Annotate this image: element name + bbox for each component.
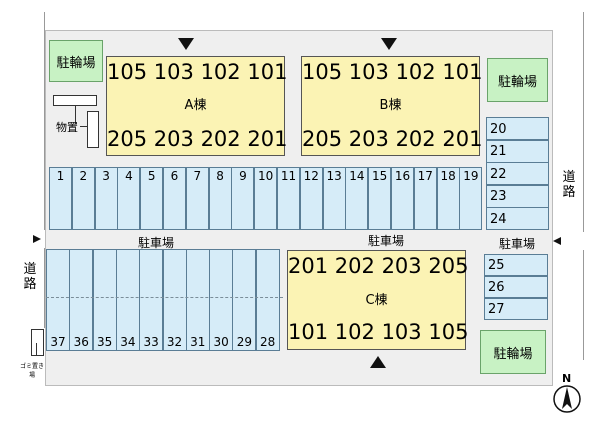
- road-entrance-arrow-right: [553, 237, 561, 245]
- parking-space: 30: [209, 249, 234, 351]
- parking-label-right: 駐車場: [499, 237, 536, 251]
- bicycle-parking-top-right: 駐輪場: [487, 58, 548, 102]
- building-a-name: A棟: [184, 98, 207, 113]
- storage-leader-line: [75, 106, 76, 124]
- storage-leader-line-h: [80, 126, 87, 127]
- building-b: 105 103 102 101 B棟 205 203 202 201: [301, 56, 483, 156]
- parking-space: 2: [71, 167, 95, 230]
- road-label-right: 道路: [562, 170, 576, 200]
- parking-space: 35: [92, 249, 117, 351]
- parking-space: 12: [299, 167, 323, 230]
- parking-space: 20: [486, 117, 549, 140]
- parking-space: 25: [484, 254, 548, 276]
- parking-space: 31: [185, 249, 210, 351]
- parking-space: 6: [163, 167, 186, 230]
- parking-space: 19: [459, 167, 483, 230]
- road-label-left: 道路: [23, 262, 37, 292]
- building-b-top-units: 105 103 102 101: [302, 60, 483, 84]
- entrance-arrow-b: [381, 38, 397, 50]
- garbage-marker: [36, 343, 37, 355]
- bicycle-parking-bottom-right: 駐輪場: [480, 330, 546, 374]
- parking-space: 36: [69, 249, 94, 351]
- parking-label-center: 駐車場: [368, 234, 405, 248]
- parking-space: 27: [484, 298, 548, 320]
- road-left-line-lower: [44, 248, 45, 328]
- building-c-top-units: 201 202 203 205: [288, 254, 469, 278]
- parking-space: 15: [368, 167, 392, 230]
- parking-center-dashed-line: [46, 297, 283, 298]
- entrance-arrow-c: [370, 356, 386, 368]
- road-left-line: [44, 12, 45, 230]
- entrance-arrow-a: [178, 38, 194, 50]
- parking-space: 9: [231, 167, 255, 230]
- building-c: 201 202 203 205 C棟 101 102 103 105: [287, 250, 469, 350]
- parking-space: 26: [484, 276, 548, 298]
- parking-space: 10: [254, 167, 278, 230]
- parking-space: 24: [486, 207, 549, 231]
- parking-space: 18: [436, 167, 460, 230]
- parking-space: 28: [255, 249, 280, 351]
- parking-space: 13: [322, 167, 346, 230]
- parking-space: 17: [413, 167, 437, 230]
- building-b-bottom-units: 205 203 202 201: [302, 127, 483, 151]
- north-label: N: [562, 372, 572, 385]
- parking-space: 5: [140, 167, 164, 230]
- bicycle-parking-top-left: 駐輪場: [49, 40, 103, 82]
- storage-shed-vertical: [87, 111, 99, 148]
- building-a: 105 103 102 101 A棟 205 203 202 201: [106, 56, 288, 156]
- building-a-top-units: 105 103 102 101: [107, 60, 288, 84]
- building-b-name: B棟: [379, 98, 402, 113]
- parking-space: 34: [115, 249, 140, 351]
- parking-space: 11: [277, 167, 300, 230]
- parking-space: 8: [208, 167, 232, 230]
- parking-space: 3: [94, 167, 118, 230]
- garbage-label: ゴミ置き場: [19, 363, 44, 379]
- parking-space: 32: [162, 249, 187, 351]
- storage-shed-horizontal: [53, 95, 97, 106]
- road-entrance-arrow-left: [33, 235, 41, 243]
- building-c-bottom-units: 101 102 103 105: [288, 320, 469, 344]
- parking-space: 7: [185, 167, 209, 230]
- parking-space: 33: [139, 249, 164, 351]
- parking-space: 16: [391, 167, 414, 230]
- parking-space: 4: [117, 167, 141, 230]
- parking-space: 1: [49, 167, 72, 230]
- road-right-line-lower: [583, 250, 584, 360]
- parking-label-left: 駐車場: [138, 236, 175, 250]
- building-a-bottom-units: 205 203 202 201: [107, 127, 288, 151]
- north-arrow-icon: [553, 385, 581, 413]
- storage-label: 物置: [56, 121, 78, 134]
- parking-space: 22: [486, 162, 549, 186]
- parking-space: 23: [486, 184, 549, 208]
- building-c-name: C棟: [365, 293, 388, 308]
- garbage-area: [31, 329, 44, 356]
- parking-space: 21: [486, 139, 549, 163]
- parking-space: 14: [345, 167, 369, 230]
- parking-space: 29: [232, 249, 257, 351]
- road-right-line: [583, 12, 584, 232]
- parking-space: 37: [46, 249, 70, 351]
